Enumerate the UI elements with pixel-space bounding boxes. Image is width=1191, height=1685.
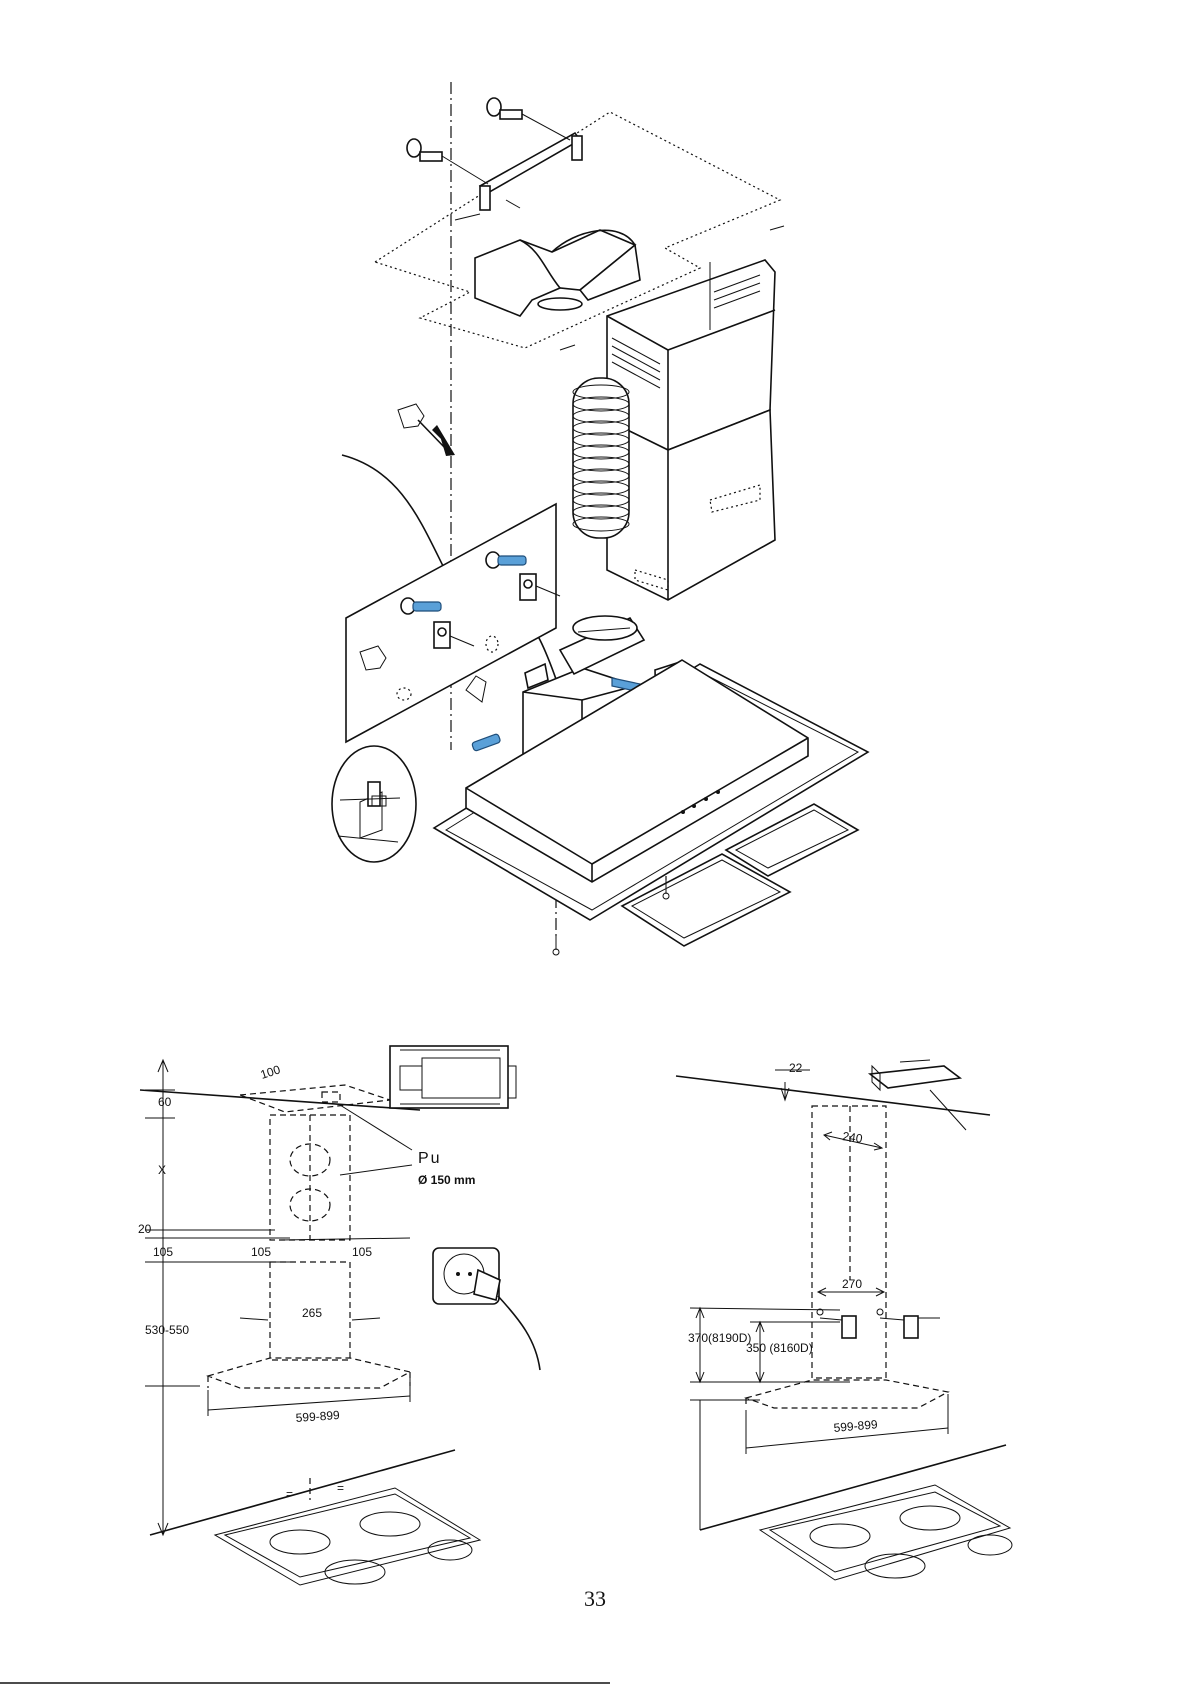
duct-diameter-label: Ø 150 mm (418, 1173, 475, 1187)
pu-label: Pu (418, 1150, 442, 1167)
left-dimension-drawing: 100 60 X Pu Ø 150 mm 20 105 105 105 265 … (138, 1046, 540, 1585)
ceiling-bracket-inset (870, 1060, 966, 1130)
dim-105-mid: 105 (251, 1245, 271, 1259)
eq-left: = (286, 1487, 293, 1501)
eq-right: = (337, 1481, 344, 1495)
dim-265: 265 (302, 1306, 322, 1320)
socket-plug-icon (433, 1248, 540, 1370)
ceiling-bracket (407, 98, 582, 220)
right-dimension-drawing: 22 240 270 370(8190D) 350 (8160D) 599-89… (676, 1060, 1012, 1580)
dim-100: 100 (259, 1062, 283, 1082)
flexible-duct (573, 378, 629, 538)
dim-599-899: 599-899 (295, 1408, 340, 1425)
bracket-detail-inset (332, 746, 416, 862)
exploded-view (332, 82, 868, 955)
dim-240: 240 (842, 1129, 864, 1146)
glass-canopy (434, 660, 868, 920)
dim-60: 60 (158, 1095, 172, 1109)
dim-270: 270 (842, 1277, 862, 1291)
dim-105-right: 105 (352, 1245, 372, 1259)
duct-adapter (475, 230, 640, 316)
dim-370-8190d: 370(8190D) (688, 1331, 751, 1345)
dim-530-550: 530-550 (145, 1323, 189, 1337)
dim-22: 22 (789, 1061, 803, 1075)
dim-350-8160d: 350 (8160D) (746, 1341, 813, 1355)
wall-bracket-icon (817, 1309, 940, 1338)
duct-inset (390, 1046, 516, 1108)
dim-x: X (158, 1163, 166, 1177)
dim-599-899-right: 599-899 (833, 1417, 878, 1435)
page-number: 33 (584, 1586, 606, 1611)
dim-105-left: 105 (153, 1245, 173, 1259)
dim-20: 20 (138, 1222, 152, 1236)
